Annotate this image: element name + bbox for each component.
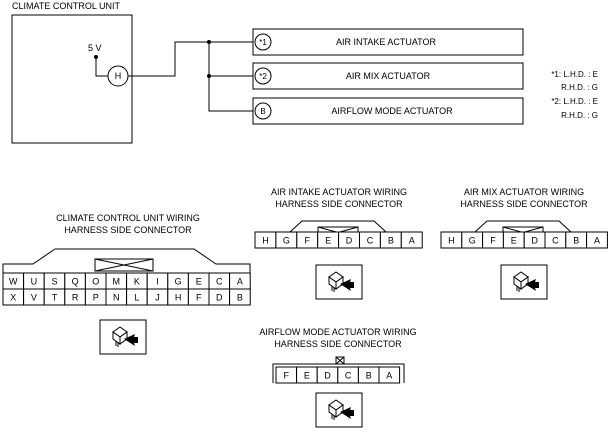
pin-label: V	[31, 293, 37, 303]
pin-label: U	[31, 277, 38, 287]
pin-label: W	[9, 277, 18, 287]
pin-label: F	[305, 236, 311, 246]
pin-label: G	[283, 236, 290, 246]
pin-label: B	[237, 293, 243, 303]
pin-label: F	[490, 236, 496, 246]
airflow-mode-actuator-box	[252, 97, 524, 125]
pin-cell	[378, 366, 401, 384]
air-mix-connector-title-1: AIR MIX ACTUATOR WIRING	[464, 187, 584, 197]
unit-terminal-label: H	[115, 71, 122, 81]
voltage-label: 5 V	[88, 43, 102, 53]
actuator1-terminal: *1	[259, 38, 267, 47]
pin-label: H	[262, 236, 269, 246]
pin-label: X	[10, 293, 16, 303]
pin-label: N	[113, 293, 120, 303]
voltage-wire	[95, 57, 108, 77]
airflow-mode-connector-housing	[272, 363, 405, 383]
ccu-connector-title-2: HARNESS SIDE CONNECTOR	[64, 225, 192, 235]
actuator2-label: AIR MIX ACTUATOR	[346, 71, 431, 81]
pin-label: P	[93, 293, 99, 303]
pin-label: C	[216, 277, 223, 287]
pin-label: L	[134, 293, 139, 303]
note1-line1: *1: L.H.D. : E	[551, 70, 598, 79]
pin-label: C	[367, 236, 374, 246]
pin-label: E	[511, 236, 517, 246]
pin-label: S	[51, 277, 57, 287]
air-mix-connector-title-2: HARNESS SIDE CONNECTOR	[460, 199, 588, 209]
pin-label: Q	[72, 277, 79, 287]
junction-1	[207, 40, 211, 44]
pin-label: A	[237, 277, 243, 287]
pin-label: H	[448, 236, 455, 246]
pin-label: B	[388, 236, 394, 246]
air-mix-actuator-box	[252, 62, 524, 90]
pin-cell	[400, 231, 423, 249]
pin-cell	[586, 231, 608, 249]
wire-to-air-intake	[128, 41, 253, 77]
note2-line1: *2: L.H.D. : E	[551, 97, 598, 106]
airflow-mode-connector-title-1: AIRFLOW MODE ACTUATOR WIRING	[259, 327, 416, 337]
pin-label: O	[92, 277, 99, 287]
pin-label: B	[366, 371, 372, 381]
unit-title: CLIMATE CONTROL UNIT	[12, 1, 121, 11]
pin-label: E	[325, 236, 331, 246]
ccu-connector-housing	[2, 248, 251, 289]
pin-label: B	[573, 236, 579, 246]
pin-label: F	[284, 371, 290, 381]
pin-label: R	[72, 293, 79, 303]
pin-label: A	[386, 371, 392, 381]
pin-label: G	[469, 236, 476, 246]
pin-label: A	[594, 236, 600, 246]
pin-label: I	[156, 277, 159, 287]
pin-label: H	[175, 293, 182, 303]
note2-line2: R.H.D. : G	[561, 111, 598, 120]
air-intake-actuator-box	[252, 28, 524, 56]
pin-label: M	[113, 277, 121, 287]
airflow-mode-connector-view-icon	[315, 392, 363, 428]
pin-label: E	[304, 371, 310, 381]
junction-2	[207, 74, 211, 78]
actuator1-label: AIR INTAKE ACTUATOR	[336, 37, 437, 47]
pin-label: D	[531, 236, 538, 246]
ccu-connector-title-1: CLIMATE CONTROL UNIT WIRING	[56, 213, 200, 223]
air-mix-connector-view-icon	[500, 264, 548, 300]
pin-label: C	[552, 236, 559, 246]
pin-label: T	[52, 293, 58, 303]
pin-label: C	[345, 371, 352, 381]
pin-label: E	[196, 277, 202, 287]
pin-label: F	[196, 293, 202, 303]
pin-label: D	[324, 371, 331, 381]
air-intake-connector-view-icon	[315, 264, 363, 300]
airflow-mode-connector-title-2: HARNESS SIDE CONNECTOR	[274, 339, 402, 349]
pin-label: J	[155, 293, 160, 303]
actuator2-terminal-circle	[254, 67, 272, 85]
note1-line2: R.H.D. : G	[561, 83, 598, 92]
actuator2-terminal: *2	[259, 72, 267, 81]
air-intake-connector-title-1: AIR INTAKE ACTUATOR WIRING	[271, 187, 407, 197]
actuator3-terminal: B	[260, 107, 265, 116]
pin-label: K	[134, 277, 140, 287]
actuator1-terminal-circle	[254, 33, 272, 51]
pin-cell	[229, 288, 251, 306]
pin-label: D	[216, 293, 223, 303]
ccu-connector-view-icon	[99, 319, 147, 355]
actuator3-terminal-circle	[254, 102, 272, 120]
pin-label: D	[346, 236, 353, 246]
wire-to-airflow-mode	[208, 42, 253, 112]
pin-label: A	[409, 236, 415, 246]
air-intake-connector-title-2: HARNESS SIDE CONNECTOR	[275, 199, 403, 209]
actuator3-label: AIRFLOW MODE ACTUATOR	[331, 106, 453, 116]
pin-label: G	[175, 277, 182, 287]
